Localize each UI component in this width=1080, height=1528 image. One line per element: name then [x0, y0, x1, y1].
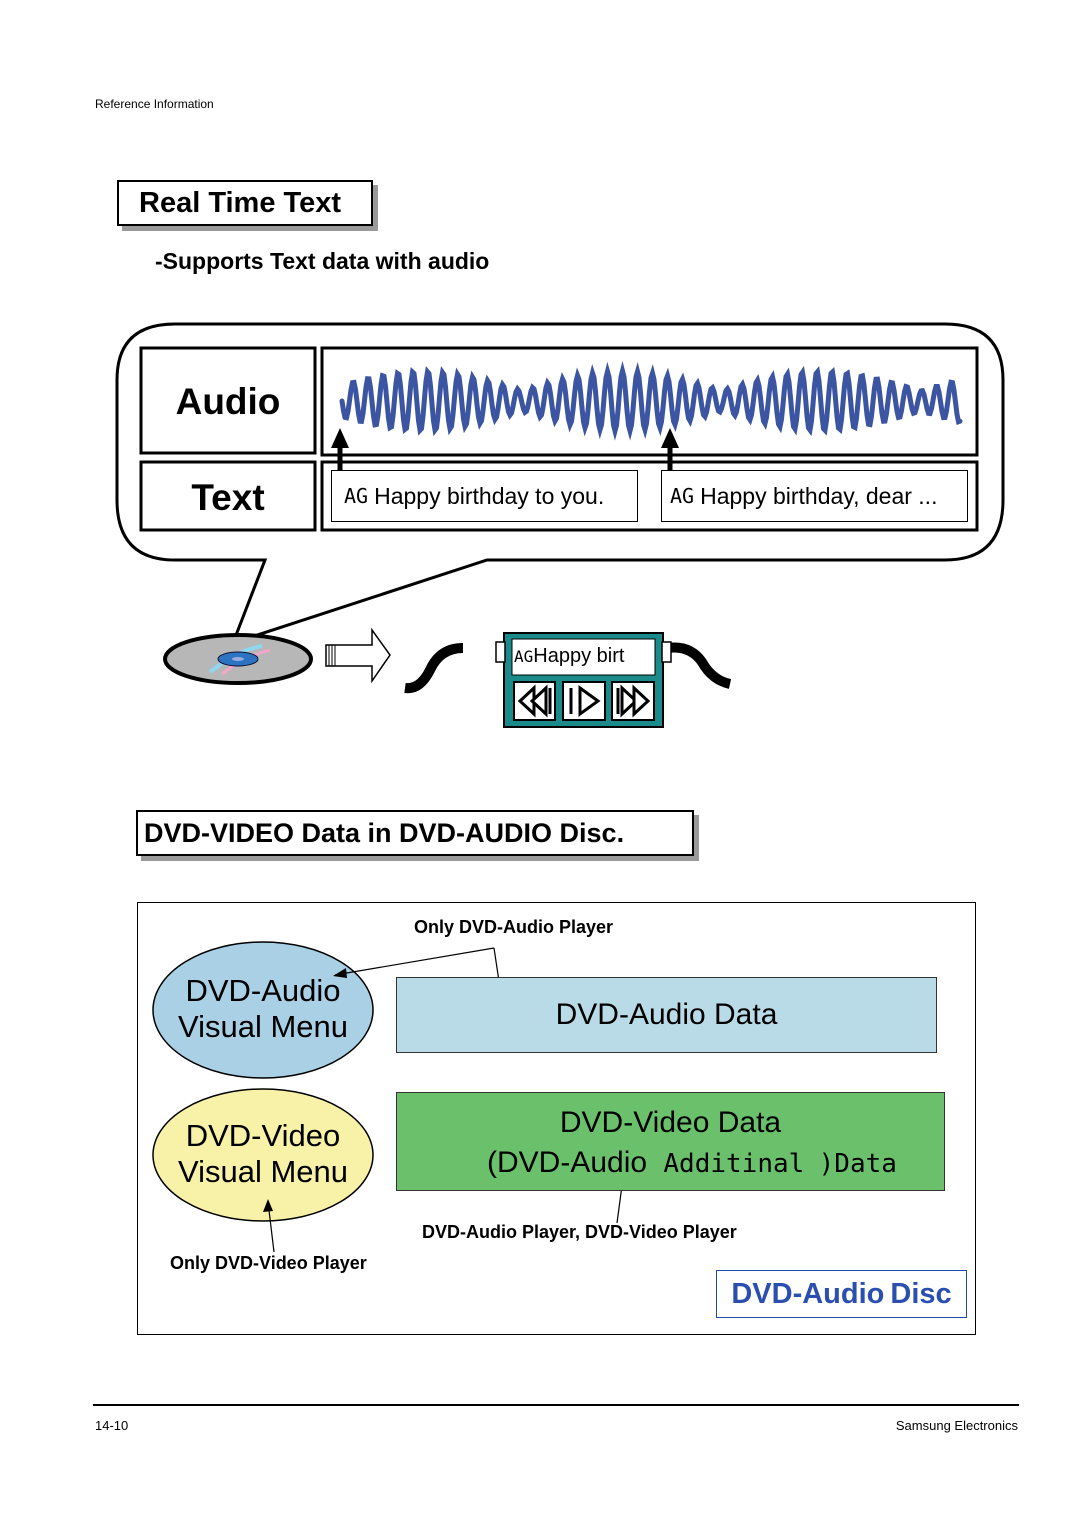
both-players-label: DVD-Audio Player, DVD-Video Player	[422, 1222, 737, 1242]
audio-label-box	[139, 346, 317, 455]
audio-menu-ellipse	[152, 941, 374, 1079]
video-data-line2: (DVD-Audio Additinal )Data	[487, 1146, 897, 1180]
section-header: Reference Information	[95, 97, 214, 111]
disc-structure-graphic	[152, 941, 628, 1253]
rewind-button-icon	[513, 681, 556, 721]
only-video-player-pointer	[263, 1199, 275, 1253]
player-display-prefix: AG	[514, 647, 534, 666]
sync-arrow-1	[331, 428, 349, 475]
video-menu-ellipse	[152, 1088, 374, 1222]
footer-company: Samsung Electronics	[895, 1418, 1018, 1433]
audio-data-label: DVD-Audio Data	[555, 998, 778, 1031]
disc-label-part2: Disc	[890, 1277, 952, 1310]
right-cord	[667, 642, 732, 689]
dvd-video-section-title: DVD-VIDEO Data in DVD-AUDIO Disc.	[136, 810, 694, 856]
audio-label: Audio	[175, 381, 281, 422]
lyric-box-1: AG Happy birthday to you.	[331, 470, 638, 522]
player-display-lyric: Happy birt	[533, 645, 625, 667]
only-video-player-label: Only DVD-Video Player	[170, 1253, 367, 1273]
audio-menu-label: DVD-Audio Visual Menu	[153, 973, 373, 1045]
disc-icon	[163, 633, 313, 685]
right-arrow-icon	[325, 627, 391, 684]
real-time-text-title: Real Time Text	[117, 180, 373, 226]
lyric-1-text: Happy birthday to you.	[374, 482, 605, 509]
video-data-block	[396, 1092, 945, 1191]
footer-divider	[93, 1404, 1019, 1406]
portable-player	[495, 632, 672, 728]
lyric-1-prefix: AG	[344, 484, 369, 508]
real-time-text-subtitle: -Supports Text data with audio	[155, 248, 490, 274]
video-menu-line2: Visual Menu	[177, 1154, 349, 1189]
play-button-icon	[562, 681, 606, 721]
audio-menu-line2: Visual Menu	[177, 1009, 349, 1044]
video-menu-label: DVD-Video Visual Menu	[153, 1118, 373, 1190]
video-menu-line1: DVD-Video	[185, 1118, 341, 1153]
text-label: Text	[191, 477, 265, 518]
dvd-audio-disc-label: DVD-Audio Disc	[716, 1270, 967, 1318]
only-audio-player-label: Only DVD-Audio Player	[414, 917, 614, 937]
lyric-2-prefix: AG	[670, 484, 695, 508]
audio-menu-line1: DVD-Audio	[185, 973, 341, 1008]
video-data-line2-a: (DVD-Audio	[487, 1146, 648, 1179]
video-data-line2-c: )Data	[818, 1149, 897, 1179]
lyric-box-2: AG Happy birthday, dear ...	[661, 470, 968, 522]
video-data-line1: DVD-Video Data	[559, 1106, 782, 1139]
player-display-text: AGHappy birt	[514, 645, 654, 668]
left-cord	[404, 643, 464, 694]
lyric-2-text: Happy birthday, dear ...	[700, 482, 938, 509]
sync-arrow-2	[661, 428, 679, 475]
text-label-box	[139, 460, 317, 532]
disc-label-part1: DVD-Audio	[731, 1277, 885, 1310]
video-data-line2-b: Additinal	[663, 1149, 805, 1179]
audio-waveform	[339, 361, 963, 441]
page-number: 14-10	[95, 1418, 129, 1433]
fast-forward-button-icon	[611, 681, 655, 721]
player-screen	[511, 638, 656, 676]
dvd-audio-disc-frame	[137, 902, 976, 1335]
audio-data-block: DVD-Audio Data	[396, 977, 937, 1053]
